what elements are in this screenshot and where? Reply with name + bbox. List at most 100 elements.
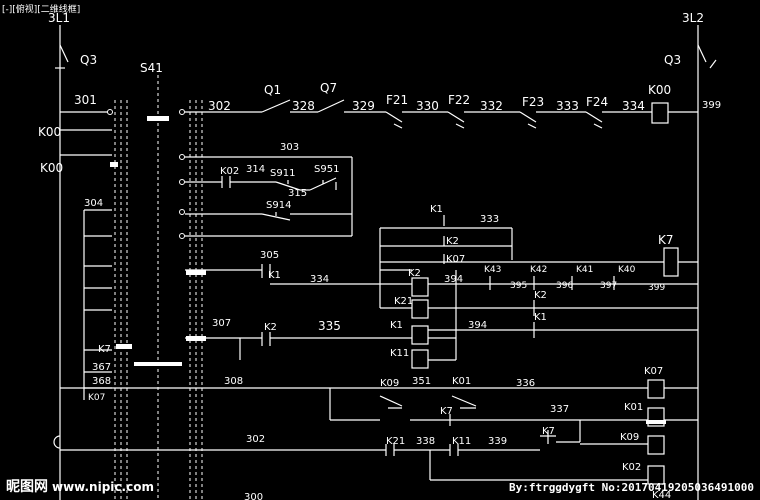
label-337: 337 xyxy=(550,404,569,415)
k01a-contact xyxy=(451,395,477,409)
label-k21a: K21 xyxy=(394,296,413,307)
label-368: 368 xyxy=(92,376,111,387)
label-k01-coil: K01 xyxy=(624,402,643,413)
k00-handle xyxy=(110,162,118,167)
s41-handle xyxy=(147,116,169,121)
label-335: 335 xyxy=(318,319,341,333)
q3-left-switch xyxy=(59,44,69,63)
label-k00a: K00 xyxy=(38,125,61,139)
label-q3-right: Q3 xyxy=(664,53,681,67)
label-s914: S914 xyxy=(266,200,291,211)
s911-contact xyxy=(275,180,301,191)
label-k02-coil: K02 xyxy=(622,462,641,473)
label-3L1: 3L1 xyxy=(48,11,70,25)
label-333b: 333 xyxy=(480,214,499,225)
label-k40: K40 xyxy=(618,265,636,275)
watermark-site-name: 昵图网 xyxy=(6,479,48,495)
label-k42: K42 xyxy=(530,265,547,275)
f24-contact xyxy=(585,111,603,129)
label-399b: 399 xyxy=(648,283,665,293)
f23-contact xyxy=(519,111,537,129)
term-301 xyxy=(107,109,113,115)
label-q7: Q7 xyxy=(320,81,337,95)
label-k02a: K02 xyxy=(220,166,239,177)
label-s41: S41 xyxy=(140,61,163,75)
label-k2d: K2 xyxy=(264,322,277,333)
label-k21b: K21 xyxy=(386,436,405,447)
label-367: 367 xyxy=(92,362,111,373)
label-s951: S951 xyxy=(314,164,339,175)
label-334b: 334 xyxy=(310,274,329,285)
label-333a: 333 xyxy=(556,99,579,113)
k09-coil xyxy=(647,435,665,455)
label-k1a: K1 xyxy=(268,270,281,281)
k02-coil xyxy=(647,465,665,485)
label-k11a: K11 xyxy=(390,348,409,359)
k7c-contact xyxy=(540,430,556,444)
label-304: 304 xyxy=(84,198,103,209)
label-339: 339 xyxy=(488,436,507,447)
label-394b: 394 xyxy=(468,320,487,331)
term-s914 xyxy=(179,209,185,215)
q3-right-tick xyxy=(709,59,717,69)
k2-box-b xyxy=(411,277,429,297)
label-338: 338 xyxy=(416,436,435,447)
label-308: 308 xyxy=(224,376,243,387)
q7-contact xyxy=(317,99,345,113)
k07-handle xyxy=(134,362,182,366)
label-f24: F24 xyxy=(586,95,608,109)
label-k1c: K1 xyxy=(390,320,403,331)
label-332: 332 xyxy=(480,99,503,113)
left-rail-arc xyxy=(53,435,61,449)
k7-handle xyxy=(116,344,132,349)
label-k7b: K7 xyxy=(440,406,453,417)
k09-contact xyxy=(379,395,403,409)
k00-coil xyxy=(651,102,669,124)
watermark-url: www.nipic.com xyxy=(52,480,154,494)
label-397: 397 xyxy=(600,281,617,291)
label-399a: 399 xyxy=(702,100,721,111)
label-k43: K43 xyxy=(484,265,501,275)
label-300: 300 xyxy=(244,492,263,500)
label-k2b: K2 xyxy=(408,268,421,279)
label-k7c: K7 xyxy=(542,426,555,437)
view-tab: [-][俯视][二维线框] xyxy=(2,5,81,15)
label-328: 328 xyxy=(292,99,315,113)
s914-contact xyxy=(261,212,291,221)
k1c-box xyxy=(411,325,429,345)
label-k7a: K7 xyxy=(98,344,111,355)
label-307: 307 xyxy=(212,318,231,329)
s951-contact xyxy=(309,177,337,191)
label-329: 329 xyxy=(352,99,375,113)
label-315: 315 xyxy=(288,188,307,199)
label-k07a: K07 xyxy=(446,254,465,265)
label-k2c: K2 xyxy=(534,290,547,301)
label-k07-coil: K07 xyxy=(644,366,663,377)
f22-contact xyxy=(447,111,465,129)
label-k2a: K2 xyxy=(446,236,459,247)
k01-bar xyxy=(646,420,666,424)
label-f21: F21 xyxy=(386,93,408,107)
k7-coil xyxy=(663,247,679,277)
label-q3-left: Q3 xyxy=(80,53,97,67)
k11-box xyxy=(411,349,429,369)
label-395: 395 xyxy=(510,281,527,291)
label-k00b: K00 xyxy=(40,161,63,175)
label-k11b: K11 xyxy=(452,436,471,447)
s41-bar-305 xyxy=(186,270,206,275)
label-k00-coil: K00 xyxy=(648,83,671,97)
label-k1b: K1 xyxy=(534,312,547,323)
k21-box xyxy=(411,299,429,319)
label-k1-top: K1 xyxy=(430,204,443,215)
term-302 xyxy=(179,109,185,115)
label-k07b: K07 xyxy=(88,393,105,403)
watermark-id: By:ftrggdygft No:20170419205036491000 xyxy=(508,481,754,494)
label-330: 330 xyxy=(416,99,439,113)
label-k01a: K01 xyxy=(452,376,471,387)
f21-contact xyxy=(385,111,403,129)
label-q1: Q1 xyxy=(264,83,281,97)
label-303: 303 xyxy=(280,142,299,153)
label-396: 396 xyxy=(556,281,573,291)
label-k09a: K09 xyxy=(380,378,399,389)
